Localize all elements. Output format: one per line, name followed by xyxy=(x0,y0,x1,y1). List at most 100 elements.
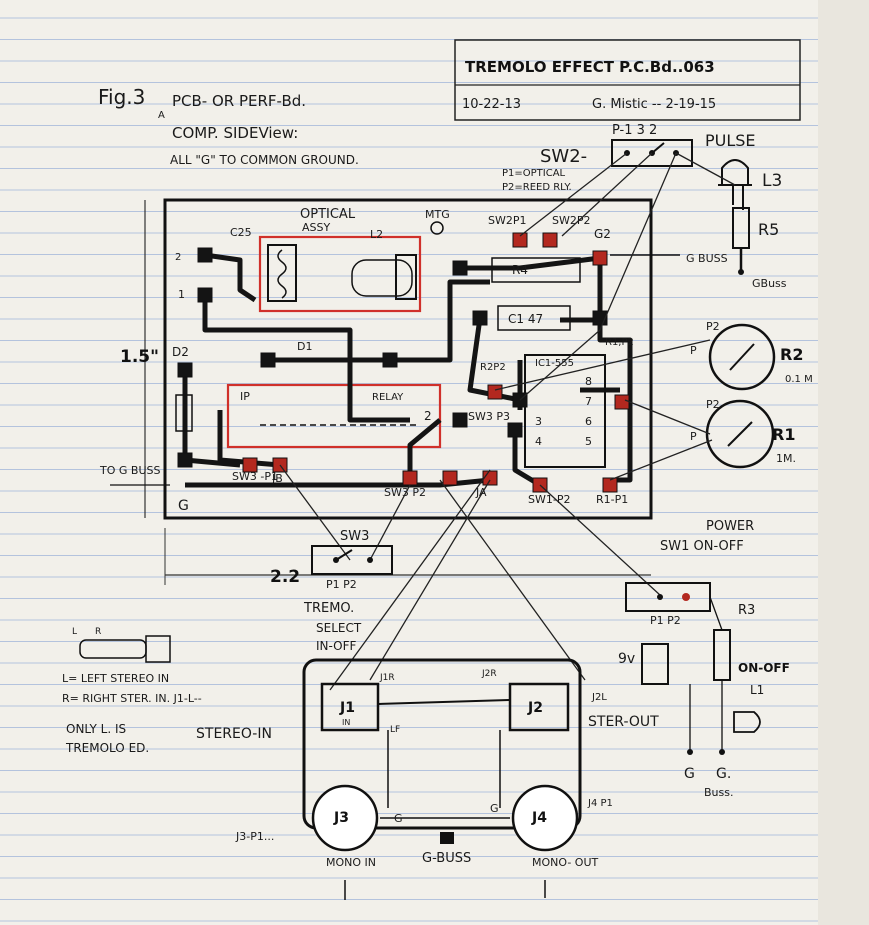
lf-label: LF xyxy=(390,725,400,735)
pulse-label: PULSE xyxy=(705,131,756,150)
jack-note-line1: L= LEFT STEREO IN xyxy=(62,672,169,685)
solder-pad xyxy=(177,362,193,378)
hookup-wires xyxy=(279,152,736,691)
sw3-caption3: IN-OFF xyxy=(316,639,357,653)
r4-resistor xyxy=(491,257,581,283)
solder-pad xyxy=(197,287,213,303)
r2-p2-label: P2 xyxy=(706,320,720,333)
jack-assembly: J1 IN J2 J1R J2R J2L STER-OUT LF J3 J4 J… xyxy=(235,658,659,900)
title-block: TREMOLO EFFECT P.C.Bd..063 10-22-13 G. M… xyxy=(454,39,801,121)
relay-ip-label: IP xyxy=(240,390,250,403)
ic-pin-label: 5 xyxy=(585,435,592,448)
relay-outline xyxy=(226,383,442,449)
power-g2: G. xyxy=(716,766,731,782)
power-pins: P1 P2 xyxy=(650,614,681,627)
j1r-label: J1R xyxy=(379,673,395,683)
stereo-in-label: STEREO-IN xyxy=(196,726,272,742)
solder-pad xyxy=(242,457,258,473)
sw3p1-label: SW3 -P1 xyxy=(232,470,278,483)
optical-assy xyxy=(267,244,417,302)
solder-pad xyxy=(542,232,558,248)
solder-pad xyxy=(260,352,276,368)
sw3p2-label: SW3 P2 xyxy=(384,486,426,499)
l3-gbuss: GBuss xyxy=(752,277,787,290)
l3-label: L3 xyxy=(762,171,782,191)
solder-pad xyxy=(592,250,608,266)
power-buss: Buss. xyxy=(704,786,733,799)
r1p1-label: R1-P1 xyxy=(596,493,628,506)
figure-label: Fig.3 xyxy=(98,85,145,109)
board-width-dim: 2.2 xyxy=(270,567,300,587)
r1-label: R1 xyxy=(772,425,795,444)
r1-value: 1M. xyxy=(776,452,796,465)
solder-pad xyxy=(452,412,468,428)
d2-label: D2 xyxy=(172,345,189,359)
sw3-switch: SW3 P1 P2 TREMO. SELECT IN-OFF xyxy=(303,529,393,653)
sw3-label: SW3 xyxy=(340,529,369,544)
ic-pin-label: 6 xyxy=(585,415,592,428)
j4-g-label: G xyxy=(490,802,499,815)
sw3-caption1: TREMO. xyxy=(303,601,354,616)
pads xyxy=(177,232,630,493)
r4-label: R4 xyxy=(512,263,528,277)
r2-label: R2 xyxy=(780,345,803,364)
solder-pad xyxy=(442,470,458,486)
pcb-board: 1.5" 2.2 xyxy=(99,198,728,587)
j2-label: J2 xyxy=(527,700,543,716)
j3-g-label: G xyxy=(394,812,403,825)
mono-out-label: MONO- OUT xyxy=(532,856,599,869)
mtg-label: MTG xyxy=(425,208,450,221)
board-height-dim: 1.5" xyxy=(120,347,159,367)
solder-pad xyxy=(487,384,503,400)
jb-label: JB xyxy=(271,472,283,485)
sw2p1-label: SW2P1 xyxy=(488,214,527,227)
c1-label: C1 47 xyxy=(508,312,543,326)
l2-label: L2 xyxy=(370,228,383,241)
power-g1: G xyxy=(684,766,695,782)
solder-pad xyxy=(197,247,213,263)
figure-line1: PCB- OR PERF-Bd. xyxy=(172,92,306,110)
ruled-lines xyxy=(0,17,818,922)
r2-value: 0.1 M xyxy=(785,374,813,385)
r2-p-label: P xyxy=(690,344,697,357)
power-label2: SW1 ON-OFF xyxy=(660,539,744,554)
mono-in-label: MONO IN xyxy=(326,856,376,869)
figure-line3: ALL "G" TO COMMON GROUND. xyxy=(170,153,359,167)
r1-p2-label: P2 xyxy=(706,398,720,411)
g-label-board: G xyxy=(178,498,189,514)
assy-label: ASSY xyxy=(302,221,330,234)
figure-caption: Fig.3 A PCB- OR PERF-Bd. COMP. SIDEView:… xyxy=(98,85,359,167)
ic-pin-label: 8 xyxy=(585,375,592,388)
j3-label: J3 xyxy=(333,810,349,826)
drawing-date: 10-22-13 xyxy=(462,97,521,112)
to-g-buss-label: TO G BUSS xyxy=(99,464,160,477)
jack-r-label: R xyxy=(95,627,101,637)
c25-label: C25 xyxy=(230,226,252,239)
sw3p3-label: SW3 P3 xyxy=(468,410,510,423)
pin1-label: 2 xyxy=(175,252,181,263)
l1-label: L1 xyxy=(750,683,764,697)
d2-diode xyxy=(175,394,193,432)
pot-r2: R2 0.1 M P2 P xyxy=(690,320,813,391)
solder-pad xyxy=(602,477,618,493)
r5-label: R5 xyxy=(758,220,779,239)
j4p1-label: J4 P1 xyxy=(587,798,613,809)
optical-label: OPTICAL xyxy=(300,207,356,222)
ster-out-label: STER-OUT xyxy=(588,714,659,730)
g-buss-label: G BUSS xyxy=(686,252,728,265)
ic-label: IC1-555 xyxy=(535,358,574,369)
page-edge xyxy=(818,0,869,925)
led-l3: L3 R5 GBuss xyxy=(718,159,787,290)
figure-sub: A xyxy=(158,110,165,121)
sw2-p2-note: P2=REED RLY. xyxy=(502,182,572,193)
j2l-label: J2L xyxy=(591,692,607,703)
drawing-author: G. Mistic -- 2-19-15 xyxy=(592,97,716,112)
d1-label: D1 xyxy=(297,340,312,353)
jack-note-line4: TREMOLO ED. xyxy=(65,741,149,755)
r3-label: R3 xyxy=(738,603,755,618)
solder-pad xyxy=(512,232,528,248)
j4-label: J4 xyxy=(531,810,547,826)
mtg-hole xyxy=(430,221,444,235)
ic-pin-label: 4 xyxy=(535,435,542,448)
